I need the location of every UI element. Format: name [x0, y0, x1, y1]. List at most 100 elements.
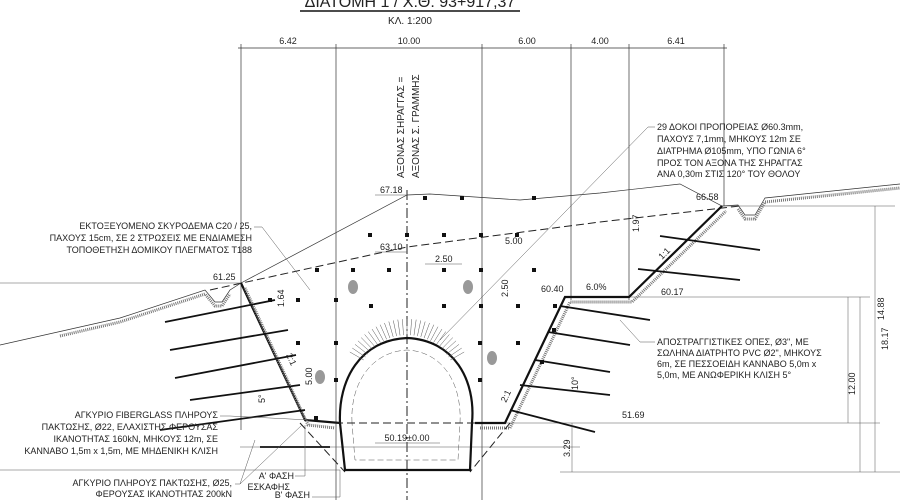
svg-text:ΠΑΧΟΥΣ 7,1mm, ΜΗΚΟΥΣ 12m ΣΕ: ΠΑΧΟΥΣ 7,1mm, ΜΗΚΟΥΣ 12m ΣΕ [657, 134, 801, 144]
elev-50-19: 50.19±0.00 [385, 433, 430, 443]
axis-label-tunnel: ΑΞΟΝΑΣ ΣΗΡΑΓΓΑΣ = [396, 76, 407, 178]
forepoling-ray [436, 331, 446, 345]
dim-4-00: 4.00 [591, 36, 609, 46]
svg-text:ΔΙΑΤΡΗΜΑ Ø105mm, ΥΠΟ ΓΩΝΙΑ 6°: ΔΙΑΤΡΗΜΑ Ø105mm, ΥΠΟ ΓΩΝΙΑ 6° [657, 146, 806, 156]
rock-bolt-marker [442, 268, 446, 272]
svg-text:ΙΚΑΝΟΤΗΤΑΣ 160kN, ΜΗΚΟΥΣ 12m,: ΙΚΑΝΟΤΗΤΑΣ 160kN, ΜΗΚΟΥΣ 12m, ΣΕ [54, 434, 219, 444]
forepoling-ray [388, 321, 394, 338]
forepoling-ray [438, 334, 450, 347]
rock-bolt-marker [368, 233, 372, 237]
dim-14-88: 14.88 [876, 297, 886, 320]
rock-bolt-marker [387, 268, 391, 272]
rock-bolt-marker [334, 378, 338, 382]
dim-12-00: 12.00 [847, 372, 857, 395]
svg-text:6m, ΣΕ ΠΕΣΣΟΕΙΔΗ ΚΑΝΝΑΒΟ 5,0m: 6m, ΣΕ ΠΕΣΣΟΕΙΔΗ ΚΑΝΝΑΒΟ 5,0m x [657, 359, 817, 369]
svg-text:ΤΟΠΟΘΕΤΗΣΗ ΔΟΜΙΚΟΥ ΠΛΕΓΜΑΤΟΣ Τ: ΤΟΠΟΘΕΤΗΣΗ ΔΟΜΙΚΟΥ ΠΛΕΓΜΑΤΟΣ Τ188 [66, 245, 252, 255]
dim-18-17: 18.17 [880, 327, 890, 350]
slope-2-1-left: 2:1 [284, 352, 298, 368]
dim-5-00-top: 5.00 [505, 236, 523, 246]
forepoling-ray [450, 351, 465, 361]
rock-bolt-marker [479, 304, 483, 308]
rock-bolt-marker [423, 196, 427, 200]
leader-lines [220, 126, 655, 498]
forepoling-ray [402, 319, 404, 336]
axis-label-line: ΑΞΟΝΑΣ Σ. ΓΡΑΜΜΗΣ [411, 74, 422, 178]
elevation-labels: 67.18 63.10 61.25 66.58 60.40 60.17 51.6… [213, 185, 719, 444]
slope-1-1: 1:1 [656, 245, 672, 261]
dim-2-50-h: 2.50 [435, 254, 453, 264]
rock-bolt-marker [532, 268, 536, 272]
rock-bolt-marker [296, 341, 300, 345]
drawing-scale: ΚΛ. 1:200 [388, 16, 432, 27]
elev-63-10: 63.10 [380, 242, 403, 252]
note-forepoling: 29 ΔΟΚΟΙ ΠΡΟΠΟΡΕΙΑΣ Ø60.3mm, ΠΑΧΟΥΣ 7,1m… [657, 122, 806, 179]
dim-6-42: 6.42 [279, 36, 297, 46]
phase-b-label: Β' ΦΑΣΗ [275, 490, 310, 500]
svg-text:ΠΑΚΤΩΣΗΣ, Ø22, ΕΛΑΧΙΣΤΗΣ ΦΕΡΟ: ΠΑΚΤΩΣΗΣ, Ø22, ΕΛΑΧΙΣΤΗΣ ΦΕΡΟΥΣΑΣ [42, 422, 219, 432]
forepoling-ray [379, 324, 387, 340]
forepoling-ray [441, 337, 454, 350]
forepoling-ray [354, 344, 368, 355]
forepoling-ray [393, 320, 397, 337]
slope-2-1-right: 2:1 [499, 388, 513, 404]
drain-holes [315, 280, 497, 384]
forepoling-ray [360, 337, 373, 350]
rock-bolt-marker [442, 233, 446, 237]
forepoling-ray [352, 347, 366, 358]
dimension-labels: 1.64 5.00 5.00 2.50 2.50 1.97 3.29 14.88… [257, 206, 890, 472]
rock-bolt-marker [442, 304, 446, 308]
rock-bolt-marker [553, 304, 557, 308]
rock-bolt-marker [351, 268, 355, 272]
rock-bolt-marker [540, 360, 544, 364]
dim-1-97: 1.97 [631, 214, 641, 232]
forepoling-ray [364, 334, 376, 347]
angle-5: 5° [257, 394, 267, 403]
rock-bolt-marker [314, 416, 318, 420]
dim-2-50-v: 2.50 [500, 279, 510, 297]
elev-60-17: 60.17 [661, 287, 684, 297]
forepoling-ray [427, 324, 435, 340]
forepoling-ray [397, 319, 401, 336]
svg-text:29 ΔΟΚΟΙ ΠΡΟΠΟΡΕΙΑΣ Ø60.3mm,: 29 ΔΟΚΟΙ ΠΡΟΠΟΡΕΙΑΣ Ø60.3mm, [657, 122, 803, 132]
elev-61-25: 61.25 [213, 272, 236, 282]
elev-66-58: 66.58 [696, 192, 719, 202]
rock-bolt-marker [516, 341, 520, 345]
forepoling-rays [349, 319, 465, 361]
rock-bolt-marker [479, 233, 483, 237]
rock-bolt-marker [515, 233, 519, 237]
rock-bolt-marker [405, 233, 409, 237]
note-anchor: ΑΓΚΥΡΙΟ ΠΛΗΡΟΥΣ ΠΑΚΤΩΣΗΣ, Ø25, ΦΕΡΟΥΣΑΣ … [73, 478, 232, 499]
svg-text:ΚΑΝΝΑΒΟ 1,5m x 1,5m, ΜΕ ΜΗΔΕΝΙ: ΚΑΝΝΑΒΟ 1,5m x 1,5m, ΜΕ ΜΗΔΕΝΙΚΗ ΚΛΙΣΗ [24, 446, 218, 456]
forepoling-ray [410, 319, 412, 336]
rock-boundary-line [209, 205, 741, 291]
forepoling-ray [349, 351, 364, 361]
rock-bolt-marker [478, 341, 482, 345]
rock-bolt-marker [460, 196, 464, 200]
dim-10-00: 10.00 [398, 36, 421, 46]
note-fiberglass-anchor: ΑΓΚΥΡΙΟ FIBERGLASS ΠΛΗΡΟΥΣ ΠΑΚΤΩΣΗΣ, Ø22… [24, 410, 218, 456]
rock-bolt-grid [268, 196, 557, 420]
svg-text:ΣΩΛΗΝΑ ΔΙΑΤΡΗΤΟ PVC Ø2", ΜΗΚΟΥ: ΣΩΛΗΝΑ ΔΙΑΤΡΗΤΟ PVC Ø2", ΜΗΚΟΥΣ [657, 348, 822, 358]
dim-6-41: 6.41 [667, 36, 685, 46]
note-shotcrete: ΕΚΤΟΞΕΥΟΜΕΝΟ ΣΚΥΡΟΔΕΜΑ C20 / 25, ΠΑΧΟΥΣ … [50, 221, 252, 255]
excavation-profile [240, 205, 728, 473]
rock-bolt-marker [516, 304, 520, 308]
angle-10: 10° [570, 376, 580, 390]
dim-1-64: 1.64 [276, 289, 286, 307]
excavation-label: ΕΣΚΑΦΗΣ [247, 482, 290, 492]
anchors [159, 235, 761, 448]
svg-text:ΕΚΤΟΞΕΥΟΜΕΝΟ ΣΚΥΡΟΔΕΜΑ C20 / 2: ΕΚΤΟΞΕΥΟΜΕΝΟ ΣΚΥΡΟΔΕΜΑ C20 / 25, [79, 221, 252, 231]
svg-text:5,0m, ΜΕ ΑΝΩΦΕΡΙΚΗ ΚΛΙΣΗ 5°: 5,0m, ΜΕ ΑΝΩΦΕΡΙΚΗ ΚΛΙΣΗ 5° [657, 370, 792, 380]
rock-bolt-marker [296, 298, 300, 302]
elev-67-18: 67.18 [380, 185, 403, 195]
svg-text:ΑΠΟΣΤΡΑΓΓΙΣΤΙΚΕΣ ΟΠΕΣ, Ø3", Μ: ΑΠΟΣΤΡΑΓΓΙΣΤΙΚΕΣ ΟΠΕΣ, Ø3", ΜΕ [657, 337, 809, 347]
forepoling-ray [430, 326, 439, 341]
dim-3-29: 3.29 [562, 439, 572, 457]
forepoling-ray [413, 319, 417, 336]
elev-60-40: 60.40 [541, 284, 564, 294]
svg-text:ΑΝΑ 0,30m ΣΤΙΣ 120° ΤΟΥ ΘΟΛΟΥ: ΑΝΑ 0,30m ΣΤΙΣ 120° ΤΟΥ ΘΟΛΟΥ [657, 169, 800, 179]
svg-text:ΠΡΟΣ ΤΟΝ ΑΞΟΝΑ ΤΗΣ ΣΗΡΑΓΓΑΣ: ΠΡΟΣ ΤΟΝ ΑΞΟΝΑ ΤΗΣ ΣΗΡΑΓΓΑΣ [657, 158, 803, 168]
note-drainage: ΑΠΟΣΤΡΑΓΓΙΣΤΙΚΕΣ ΟΠΕΣ, Ø3", ΜΕ ΣΩΛΗΝΑ ΔΙ… [657, 337, 822, 380]
